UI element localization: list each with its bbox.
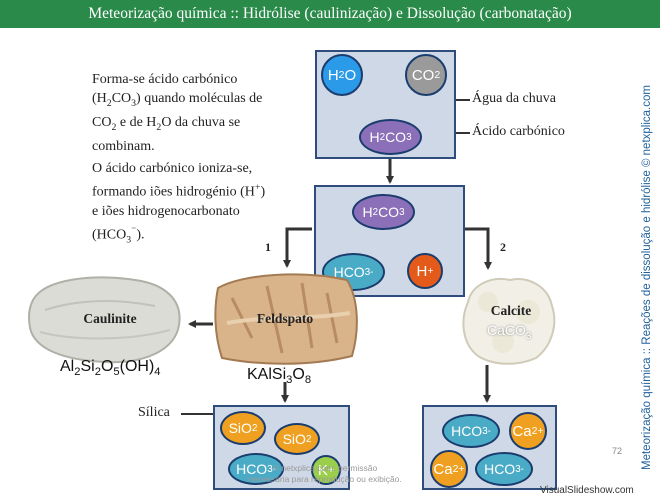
caulinite-formula: Al2Si2O5(OH)4 — [60, 358, 161, 379]
brand-watermark: VisualSlideshow.com — [540, 485, 634, 496]
calcite-label: Calcite — [490, 303, 532, 318]
para2-line4: (HCO3⁻). — [92, 224, 145, 246]
page-number: 72 — [612, 446, 623, 456]
branch-2-label: 2 — [500, 240, 506, 254]
label-rain-water: Água da chuva — [472, 91, 556, 106]
feldspato-formula: KAlSi3O8 — [247, 366, 312, 387]
para1-line4: combinam. — [92, 138, 155, 154]
paragraph-carbonic-acid-formation: Forma-se ácido carbónico (H2CO3) quando … — [92, 70, 317, 156]
label-silica: Sílica — [138, 405, 170, 420]
paragraph-ionization: O ácido carbónico ioniza-se, formando iõ… — [92, 159, 317, 249]
para2-line1: O ácido carbónico ioniza-se, — [92, 161, 253, 176]
h-plus-ion: H+ — [407, 253, 443, 289]
para1-line2: (H2CO3) quando moléculas de — [92, 91, 263, 109]
copyright-watermark: © netxplica.com: permissão necessária pa… — [248, 463, 402, 484]
para1-line1: Forma-se ácido carbónico — [92, 72, 238, 87]
para2-line2: formando iões hidrogénio (H+) — [92, 182, 266, 200]
calcite-formula: CaCO3 — [487, 322, 532, 342]
feldspato-rock-image — [214, 273, 358, 365]
calcite-rock-image — [462, 278, 556, 365]
para2-line3: e iões hidrogenocarbonato — [92, 203, 240, 219]
feldspato-label: Feldspato — [256, 311, 314, 326]
caulinite-rock-image — [28, 276, 181, 364]
para1-line3: CO2 e de H2O da chuva se — [92, 114, 241, 133]
k-plus-ion: K+ — [311, 455, 341, 485]
branch-1-label: 1 — [265, 240, 271, 254]
label-carbonic-acid: Ácido carbónico — [472, 124, 565, 139]
slide-title: Meteorização química :: Hidrólise (cauli… — [0, 0, 660, 28]
caulinite-label: Caulinite — [83, 311, 137, 326]
